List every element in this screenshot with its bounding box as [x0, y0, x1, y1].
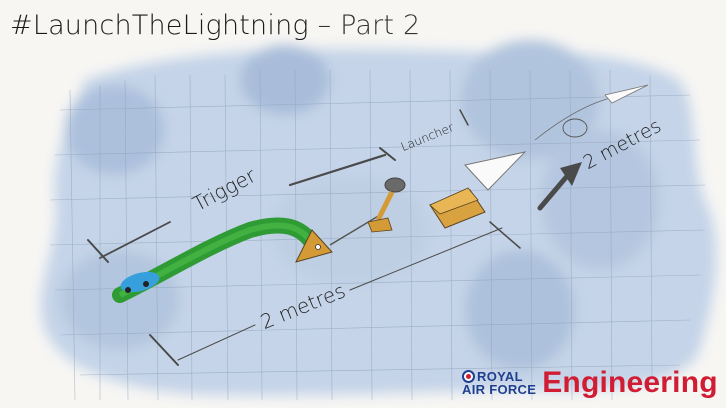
trigger-block: [295, 229, 333, 263]
page-title: #LaunchTheLightning – Part 2: [10, 10, 420, 41]
launcher-hammer: [367, 177, 406, 233]
flying-plane: [604, 84, 649, 104]
title-main: #LaunchTheLightning: [10, 10, 309, 41]
raf-line1: ROYAL: [477, 369, 523, 384]
engineering-wordmark: Engineering: [542, 366, 718, 399]
dimension-lines: [87, 109, 521, 366]
raf-wordmark: ROYAL AIR FORCE: [462, 370, 536, 396]
raf-line2: AIR FORCE: [462, 382, 537, 397]
title-separator: –: [308, 10, 341, 41]
arrow: [537, 172, 571, 211]
car: [120, 271, 160, 293]
raf-roundel-icon: [462, 370, 475, 383]
pencil-grid: [49, 69, 706, 401]
paper-plane: [464, 151, 527, 191]
title-part: Part 2: [340, 10, 421, 41]
raf-engineering-logo: ROYAL AIR FORCE Engineering: [462, 366, 718, 400]
